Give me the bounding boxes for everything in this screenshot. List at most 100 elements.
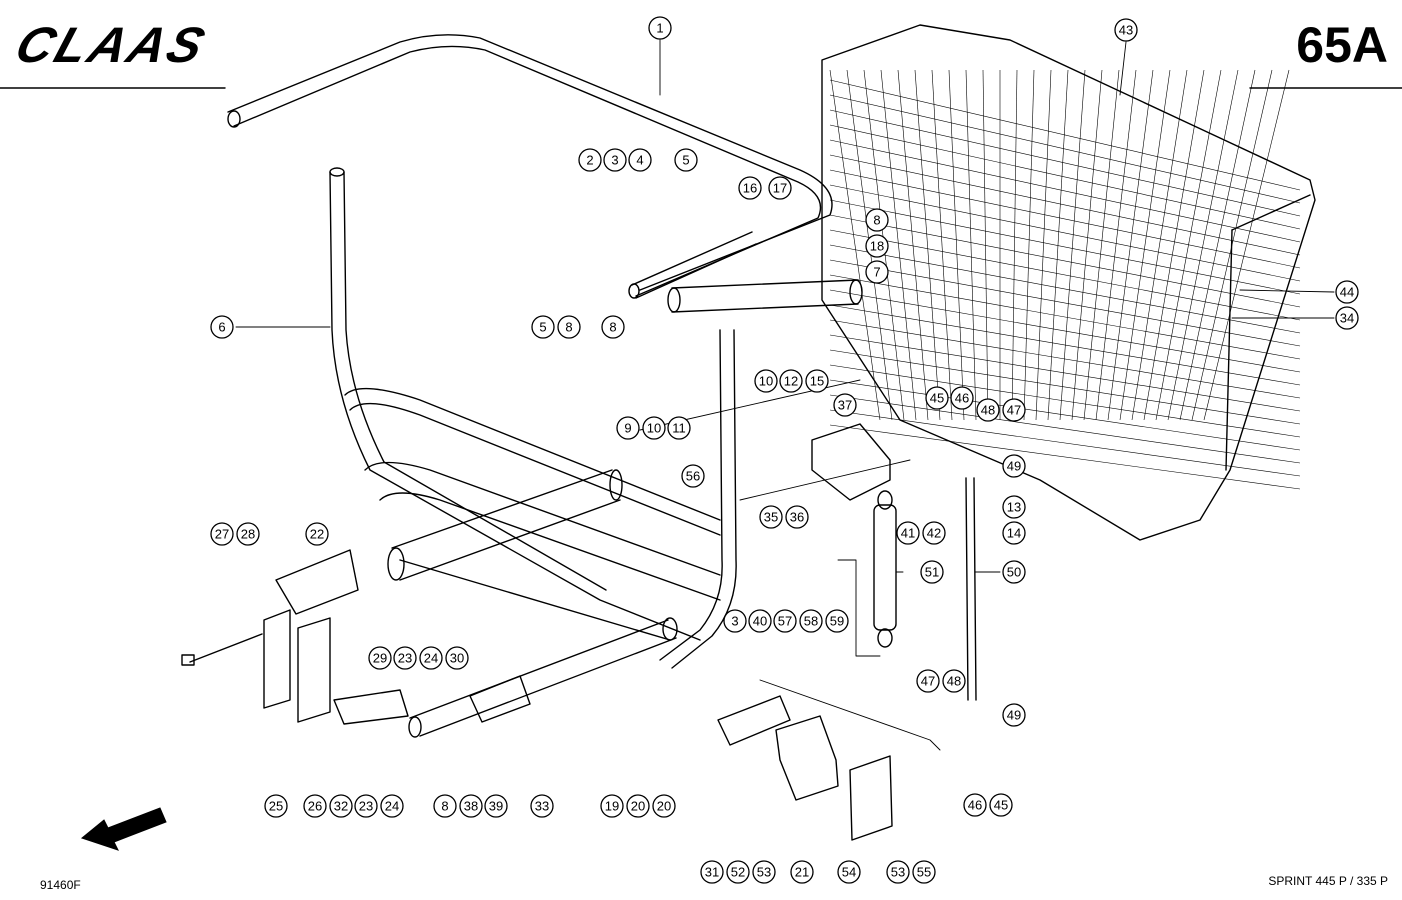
part-callout-26[interactable]: 26 bbox=[303, 794, 327, 818]
part-callout-14[interactable]: 14 bbox=[1002, 521, 1026, 545]
part-callout-30[interactable]: 30 bbox=[445, 646, 469, 670]
callout-number: 46 bbox=[968, 798, 982, 813]
part-callout-9[interactable]: 9 bbox=[616, 416, 640, 440]
part-callout-57[interactable]: 57 bbox=[773, 609, 797, 633]
part-callout-48[interactable]: 48 bbox=[976, 398, 1000, 422]
part-callout-7[interactable]: 7 bbox=[865, 260, 889, 284]
part-callout-51[interactable]: 51 bbox=[920, 560, 944, 584]
callout-number: 8 bbox=[565, 320, 572, 335]
mesh-line bbox=[829, 109, 1301, 217]
part-callout-8[interactable]: 8 bbox=[601, 315, 625, 339]
mesh-line bbox=[1023, 69, 1035, 421]
part-callout-5[interactable]: 5 bbox=[674, 148, 698, 172]
part-callout-56[interactable]: 56 bbox=[681, 464, 705, 488]
part-callout-45[interactable]: 45 bbox=[989, 793, 1013, 817]
callout-number: 32 bbox=[334, 799, 348, 814]
part-callout-17[interactable]: 17 bbox=[768, 176, 792, 200]
part-callout-48[interactable]: 48 bbox=[942, 669, 966, 693]
part-callout-24[interactable]: 24 bbox=[380, 794, 404, 818]
part-callout-12[interactable]: 12 bbox=[779, 369, 803, 393]
part-callout-58[interactable]: 58 bbox=[799, 609, 823, 633]
part-callout-35[interactable]: 35 bbox=[759, 505, 783, 529]
mesh-line bbox=[931, 69, 953, 421]
part-callout-23[interactable]: 23 bbox=[393, 646, 417, 670]
part-callout-4[interactable]: 4 bbox=[628, 148, 652, 172]
part-callout-27[interactable]: 27 bbox=[210, 522, 234, 546]
part-callout-59[interactable]: 59 bbox=[825, 609, 849, 633]
part-callout-3[interactable]: 3 bbox=[603, 148, 627, 172]
mesh-line bbox=[829, 214, 1301, 308]
part-callout-20[interactable]: 20 bbox=[626, 794, 650, 818]
part-callout-50[interactable]: 50 bbox=[1002, 560, 1026, 584]
part-callout-49[interactable]: 49 bbox=[1002, 454, 1026, 478]
part-callout-18[interactable]: 18 bbox=[865, 234, 889, 258]
part-callout-46[interactable]: 46 bbox=[950, 386, 974, 410]
part-callout-10[interactable]: 10 bbox=[754, 369, 778, 393]
part-callout-6[interactable]: 6 bbox=[210, 315, 234, 339]
part-callout-25[interactable]: 25 bbox=[264, 794, 288, 818]
part-callout-5[interactable]: 5 bbox=[531, 315, 555, 339]
callout-circle bbox=[865, 234, 889, 258]
mesh-line bbox=[829, 79, 1301, 191]
part-callout-20[interactable]: 20 bbox=[652, 794, 676, 818]
part-callout-49[interactable]: 49 bbox=[1002, 703, 1026, 727]
part-callout-13[interactable]: 13 bbox=[1002, 495, 1026, 519]
callout-circle bbox=[616, 416, 640, 440]
callout-number: 26 bbox=[308, 799, 322, 814]
callout-circle bbox=[601, 315, 625, 339]
part-callout-8[interactable]: 8 bbox=[865, 208, 889, 232]
part-callout-43[interactable]: 43 bbox=[1114, 18, 1138, 42]
callout-number: 48 bbox=[981, 403, 995, 418]
callout-number: 45 bbox=[930, 391, 944, 406]
part-callout-22[interactable]: 22 bbox=[305, 522, 329, 546]
callout-circle bbox=[976, 398, 1000, 422]
part-callout-19[interactable]: 19 bbox=[600, 794, 624, 818]
part-callout-37[interactable]: 37 bbox=[833, 393, 857, 417]
part-callout-11[interactable]: 11 bbox=[667, 416, 691, 440]
part-callout-1[interactable]: 1 bbox=[648, 16, 672, 40]
part-callout-29[interactable]: 29 bbox=[368, 646, 392, 670]
part-callout-34[interactable]: 34 bbox=[1335, 306, 1359, 330]
mesh-line bbox=[829, 244, 1301, 334]
page-number: 65A bbox=[1296, 17, 1388, 73]
part-callout-41[interactable]: 41 bbox=[896, 521, 920, 545]
part-callout-47[interactable]: 47 bbox=[916, 669, 940, 693]
part-callout-36[interactable]: 36 bbox=[785, 505, 809, 529]
part-callout-40[interactable]: 40 bbox=[748, 609, 772, 633]
part-callout-39[interactable]: 39 bbox=[484, 794, 508, 818]
part-callout-52[interactable]: 52 bbox=[726, 860, 750, 884]
callout-circle bbox=[723, 609, 747, 633]
part-callout-10[interactable]: 10 bbox=[642, 416, 666, 440]
part-callout-42[interactable]: 42 bbox=[922, 521, 946, 545]
mesh-line bbox=[982, 69, 989, 421]
part-callout-54[interactable]: 54 bbox=[837, 860, 861, 884]
part-callout-53[interactable]: 53 bbox=[752, 860, 776, 884]
net-cover-frame bbox=[821, 24, 1316, 541]
part-callout-21[interactable]: 21 bbox=[790, 860, 814, 884]
part-callout-23[interactable]: 23 bbox=[354, 794, 378, 818]
mesh-line bbox=[1167, 69, 1239, 421]
callout-circle bbox=[837, 860, 861, 884]
part-callout-38[interactable]: 38 bbox=[459, 794, 483, 818]
part-callout-32[interactable]: 32 bbox=[329, 794, 353, 818]
part-callout-8[interactable]: 8 bbox=[557, 315, 581, 339]
part-callout-46[interactable]: 46 bbox=[963, 793, 987, 817]
part-callout-15[interactable]: 15 bbox=[805, 369, 829, 393]
callout-circle bbox=[726, 860, 750, 884]
part-callout-31[interactable]: 31 bbox=[700, 860, 724, 884]
mesh-line bbox=[829, 379, 1301, 451]
part-callout-3[interactable]: 3 bbox=[723, 609, 747, 633]
part-callout-16[interactable]: 16 bbox=[738, 176, 762, 200]
part-callout-44[interactable]: 44 bbox=[1335, 280, 1359, 304]
part-callout-55[interactable]: 55 bbox=[912, 860, 936, 884]
part-callout-53[interactable]: 53 bbox=[886, 860, 910, 884]
part-callout-2[interactable]: 2 bbox=[578, 148, 602, 172]
part-callout-45[interactable]: 45 bbox=[925, 386, 949, 410]
part-callout-28[interactable]: 28 bbox=[236, 522, 260, 546]
part-callout-47[interactable]: 47 bbox=[1002, 398, 1026, 422]
part-callout-33[interactable]: 33 bbox=[530, 794, 554, 818]
callout-number: 5 bbox=[539, 320, 546, 335]
part-callout-8[interactable]: 8 bbox=[433, 794, 457, 818]
part-callout-24[interactable]: 24 bbox=[419, 646, 443, 670]
callout-number: 24 bbox=[385, 799, 399, 814]
